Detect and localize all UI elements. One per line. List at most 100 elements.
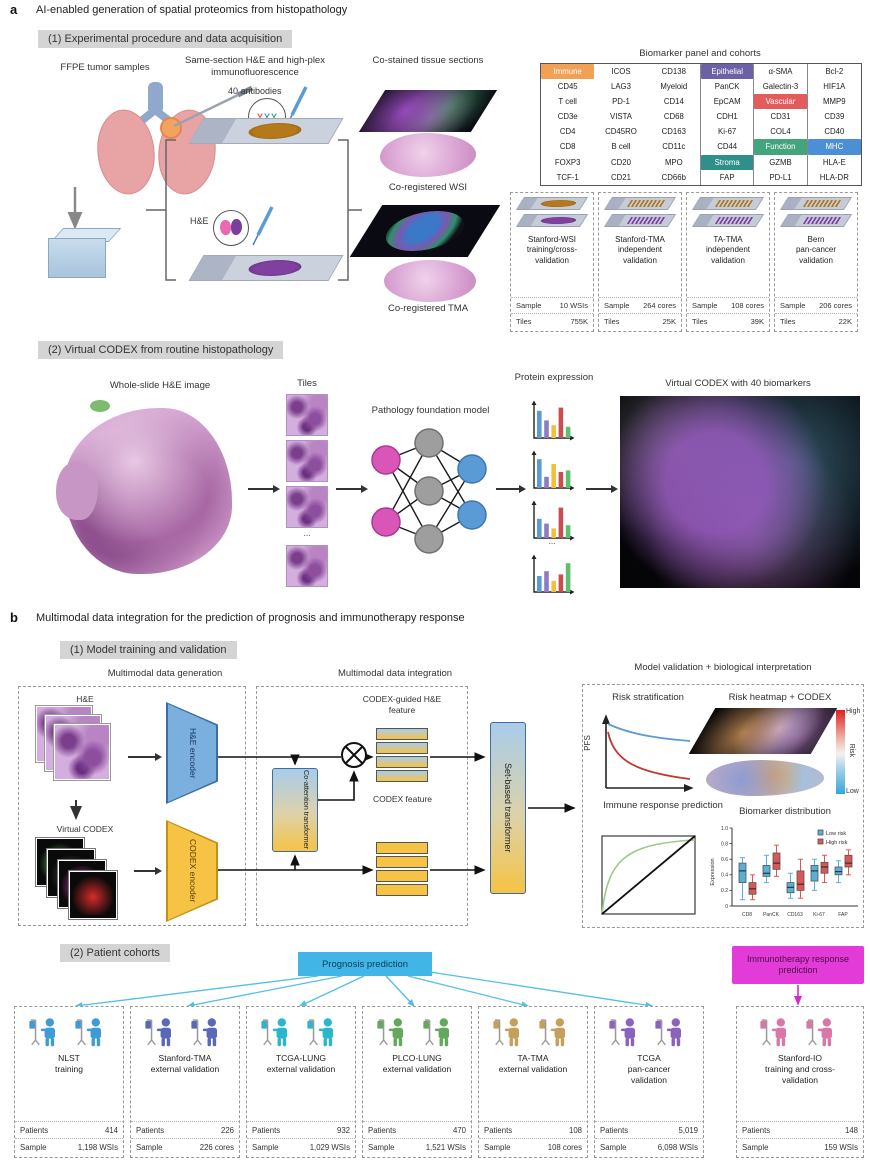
svg-text:High risk: High risk [826, 840, 848, 846]
stat-label: Sample [604, 301, 630, 310]
patient-iv-pole-icon [423, 1018, 450, 1047]
he-label: H&E [190, 216, 209, 226]
ffpe-block-icon [48, 238, 106, 278]
data-integration-header: Multimodal data integration [337, 668, 453, 679]
biomarker-category-chip: Vascular [754, 94, 808, 110]
slide-pictogram-icon [691, 197, 765, 210]
svg-text:PanCK: PanCK [763, 912, 780, 918]
whole-slide-he-image [56, 398, 242, 590]
roc-curve-plot [601, 835, 696, 915]
slide-pictogram-icon [779, 214, 853, 227]
biomarker-cell: CD4 [559, 127, 576, 137]
stat-value: 1,198 WSIs [77, 1142, 118, 1152]
risk-heatmap-title: Risk heatmap + CODEX [728, 692, 832, 703]
costained-sections-label: Co-stained tissue sections [372, 55, 484, 66]
biomarker-cell: CD39 [824, 112, 845, 122]
biomarker-cell: PD-1 [612, 97, 630, 107]
stat-value: 6,098 WSIs [657, 1142, 698, 1152]
panel-a-letter: a [10, 2, 18, 17]
biomarker-cell: CD40 [824, 127, 845, 137]
stat-value: 226 [220, 1125, 234, 1135]
patient-iv-pole-icon [493, 1018, 520, 1047]
model-wiring-arrows [218, 742, 576, 875]
biomarker-category-chip: Epithelial [700, 64, 755, 80]
stat-value: 108 cores [547, 1142, 582, 1152]
svg-text:1.0: 1.0 [721, 826, 728, 832]
virtual-codex-title: Virtual CODEX with 40 biomarkers [665, 378, 811, 389]
biomarker-panel-title: Biomarker panel and cohorts [639, 48, 761, 59]
biomarker-cell: CD45RO [605, 127, 637, 137]
stat-row: Sample 6,098 WSIs [595, 1138, 703, 1155]
arrow-expression-to-codex [586, 485, 618, 493]
risk-heatmap-blob [706, 760, 824, 796]
biomarker-category-chip: Immune [541, 64, 595, 80]
section-a1-banner: (1) Experimental procedure and data acqu… [38, 30, 293, 48]
tiles-ellipsis: ... [303, 528, 311, 538]
stat-row: Sample 226 cores [131, 1138, 239, 1155]
codex-tile-stack [36, 838, 131, 926]
stat-label: Sample [600, 1142, 627, 1152]
slide-pictogram-icon [779, 197, 853, 210]
biomarker-cell: HIF1A [823, 82, 846, 92]
protein-bar-chart [531, 450, 575, 491]
immunotherapy-prediction-box: Immunotherapy response prediction [732, 946, 864, 984]
panel-b-letter: b [10, 610, 18, 625]
panel-a-title: AI-enabled generation of spatial proteom… [36, 4, 348, 16]
biomarker-cell: TCF-1 [556, 172, 579, 182]
wsi-image-title: Whole-slide H&E image [109, 380, 211, 391]
protein-bar-chart [531, 554, 575, 595]
codex-encoder-block: CODEX encoder [166, 820, 218, 922]
patient-iv-pole-icon [307, 1018, 334, 1047]
stat-value: 148 [844, 1125, 858, 1135]
stat-label: Sample [516, 301, 542, 310]
stat-value: 1,521 WSIs [425, 1142, 466, 1152]
arrow-model-to-expression [496, 485, 526, 493]
tiles-label: Tiles [297, 378, 317, 389]
svg-text:0.6: 0.6 [721, 857, 728, 863]
stat-value: 226 cores [199, 1142, 234, 1152]
co-attention-transformer-block: Co-attention transformer [272, 768, 318, 852]
biomarker-cell: MMP9 [823, 97, 846, 107]
section-b2-banner: (2) Patient cohorts [60, 944, 170, 962]
biomarker-cell: COL4 [754, 124, 808, 140]
svg-text:0.4: 0.4 [721, 873, 728, 879]
biomarker-cell: CD3e [557, 112, 578, 122]
codex-encoder-label: CODEX encoder [187, 839, 198, 903]
stat-label: Tiles [780, 317, 796, 326]
arrow-he-to-codex-stack [70, 800, 82, 820]
stat-label: Patients [600, 1125, 629, 1135]
stat-value: 755K [570, 317, 588, 326]
slide-pictogram-icon [691, 214, 765, 227]
stat-label: Sample [136, 1142, 163, 1152]
he-stain-magnifier-icon [213, 210, 249, 246]
biomarker-cell: CD45 [557, 82, 578, 92]
pipette-icon-2 [256, 206, 274, 236]
stat-label: Sample [368, 1142, 395, 1152]
patient-iv-pole-icon [75, 1018, 102, 1047]
biomarker-distribution-title: Biomarker distribution [739, 806, 831, 817]
biomarker-cell: CD20 [611, 157, 631, 167]
patient-icons [479, 1015, 587, 1048]
risk-stratification-title: Risk stratification [612, 692, 684, 703]
svg-text:CD163: CD163 [787, 912, 803, 918]
biomarker-cell: Myeloid [648, 79, 701, 95]
coregistered-tma-label: Co-registered TMA [387, 303, 469, 314]
he-tile [286, 486, 328, 528]
slide-pictogram-icon [515, 214, 589, 227]
